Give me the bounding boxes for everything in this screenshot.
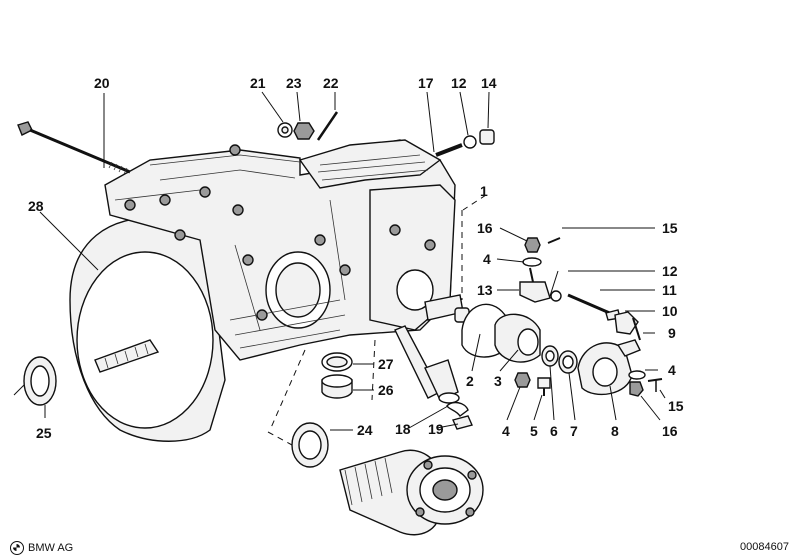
callout-3: 3: [494, 373, 502, 389]
callout-4: 4: [502, 423, 510, 439]
transmission-housing: [69, 139, 464, 442]
bell-housing-flange: [76, 251, 214, 429]
callout-5: 5: [530, 423, 538, 439]
callout-16: 16: [477, 220, 493, 236]
part-20-long-bolt: [17, 121, 131, 175]
callout-10: 10: [662, 303, 678, 319]
callout-15: 15: [668, 398, 684, 414]
callout-18: 18: [395, 421, 411, 437]
brand-mark: BMW AG: [10, 541, 73, 555]
plug-and-shaft-parts: [321, 325, 473, 430]
callout-28: 28: [28, 198, 44, 214]
leader-lines: [13, 91, 666, 446]
callout-27: 27: [378, 356, 394, 372]
top-cover: [298, 139, 442, 189]
case-bolts: [124, 144, 436, 321]
callout-26: 26: [378, 382, 394, 398]
callout-6: 6: [550, 423, 558, 439]
callout-13: 13: [477, 282, 493, 298]
shift-linkage-parts: [519, 237, 641, 341]
callout-25: 25: [36, 425, 52, 441]
callout-labels: 20 21 23 22 17 12 14 1 28 16 15 4 12 13 …: [28, 75, 684, 441]
output-flange-parts: [291, 422, 484, 536]
callout-11: 11: [662, 282, 677, 298]
callout-12: 12: [451, 75, 467, 91]
diagram-id: 00084607: [740, 541, 789, 553]
callout-14: 14: [481, 75, 497, 91]
brand-name: BMW AG: [28, 542, 74, 554]
rear-cover-parts: [454, 303, 663, 397]
parts-21-23-22: [277, 111, 339, 141]
bmw-logo-icon: [10, 541, 24, 555]
callout-20: 20: [94, 75, 110, 91]
callout-7: 7: [570, 423, 578, 439]
callout-9: 9: [668, 325, 676, 341]
callout-1: 1: [480, 183, 488, 199]
callout-19: 19: [428, 421, 444, 437]
callout-22: 22: [323, 75, 339, 91]
gear-case: [104, 139, 456, 361]
callout-8: 8: [611, 423, 619, 439]
callout-16: 16: [662, 423, 678, 439]
callout-12: 12: [662, 263, 678, 279]
callout-24: 24: [357, 422, 373, 438]
callout-4: 4: [483, 251, 491, 267]
callout-4: 4: [668, 362, 676, 378]
callout-21: 21: [250, 75, 266, 91]
callout-2: 2: [466, 373, 474, 389]
part-25-seal: [23, 356, 57, 406]
callout-17: 17: [418, 75, 434, 91]
callout-23: 23: [286, 75, 302, 91]
parts-17-12-14: [435, 129, 495, 157]
callout-15: 15: [662, 220, 678, 236]
